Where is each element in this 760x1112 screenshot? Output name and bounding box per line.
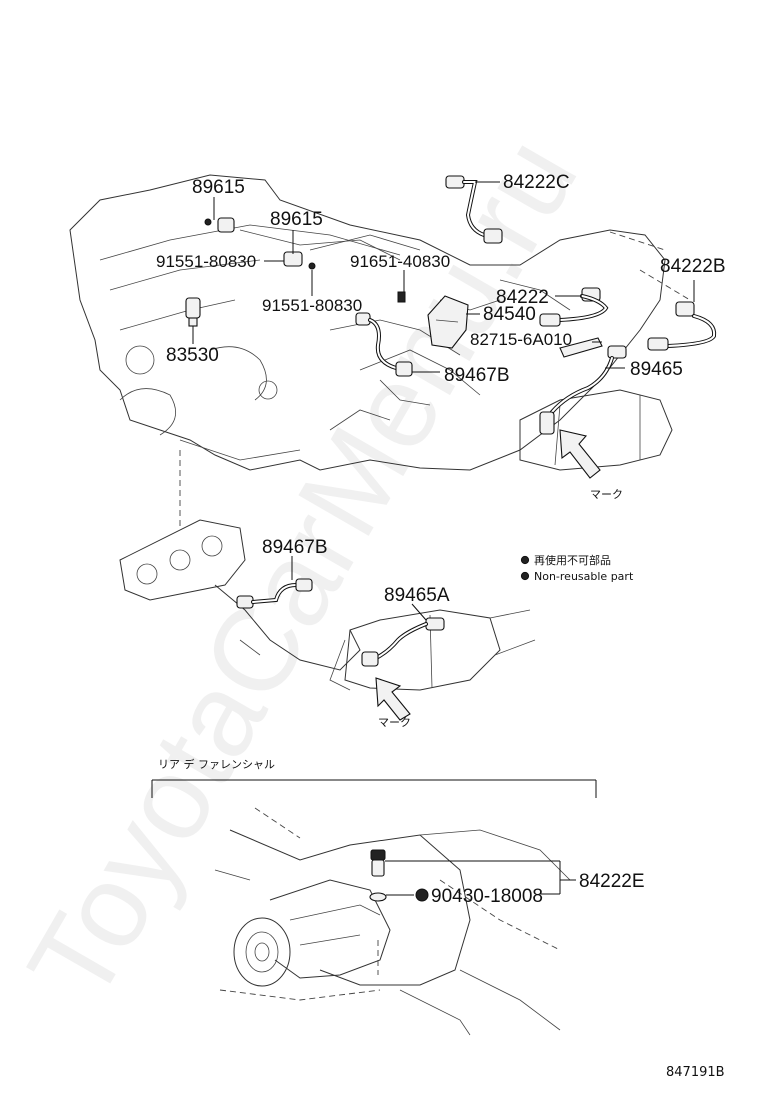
plug-84222E-shape (369, 849, 387, 902)
exhaust-manifold-illustration (119, 519, 536, 691)
label-84222B: 84222B (660, 256, 726, 277)
sensor-89465-shape (539, 345, 627, 435)
label-84222C: 84222C (503, 172, 570, 193)
section-title-rear-diff: リア デ ファレンシャル (158, 757, 275, 771)
sensor-83530-shape (185, 297, 201, 327)
sensor-89467B-upper-shape (355, 312, 413, 377)
sensor-89467B-lower-shape (236, 578, 313, 609)
bracket-82715-shape (559, 337, 603, 358)
sensor-89615b-shape (283, 251, 316, 270)
mark-arrow-upper (559, 429, 601, 479)
label-89467B-b: 89467B (262, 537, 328, 558)
mark-arrow-lower (375, 677, 411, 721)
leader-lines-upper (179, 181, 695, 530)
leader-lines-middle (291, 556, 427, 621)
label-89615-b: 89615 (270, 209, 323, 230)
sensor-89465A-shape (361, 617, 445, 667)
figure-id: 847191B (666, 1065, 725, 1080)
sensor-89615a-shape (204, 217, 235, 233)
bolt-91651-shape (397, 291, 406, 303)
label-91551-b: 91551-80830 (262, 296, 362, 315)
label-89465: 89465 (630, 359, 683, 380)
label-89467B-a: 89467B (444, 365, 510, 386)
label-90430: 90430-18008 (431, 886, 543, 907)
label-mark-lower: マーク (378, 716, 411, 729)
non-reusable-dot-90430 (415, 888, 429, 902)
label-84222E: 84222E (579, 871, 645, 892)
legend-dot-en (520, 571, 530, 581)
engine-illustration (69, 174, 691, 471)
label-82715: 82715-6A010 (470, 330, 572, 349)
label-84540: 84540 (483, 304, 536, 325)
legend: 再使用不可部品 Non-reusable part (520, 553, 634, 583)
sensor-84222C-shape (445, 175, 503, 244)
legend-en: Non-reusable part (534, 570, 634, 583)
sensor-84222B-shape (647, 301, 717, 351)
label-91551-a: 91551-80830 (156, 252, 256, 271)
label-mark-upper: マーク (590, 488, 623, 501)
legend-dot-jp (520, 555, 530, 565)
label-84222: 84222 (496, 287, 549, 308)
label-89615-a: 89615 (192, 177, 245, 198)
section-bracket (151, 779, 597, 798)
label-91651: 91651-40830 (350, 252, 450, 271)
sensor-84540-shape (427, 295, 469, 349)
label-83530: 83530 (166, 345, 219, 366)
leader-lines-lower (385, 860, 576, 896)
sensor-84222-shape (539, 287, 609, 327)
label-89465A: 89465A (384, 585, 450, 606)
legend-jp: 再使用不可部品 (534, 553, 611, 567)
differential-illustration (214, 807, 571, 1036)
